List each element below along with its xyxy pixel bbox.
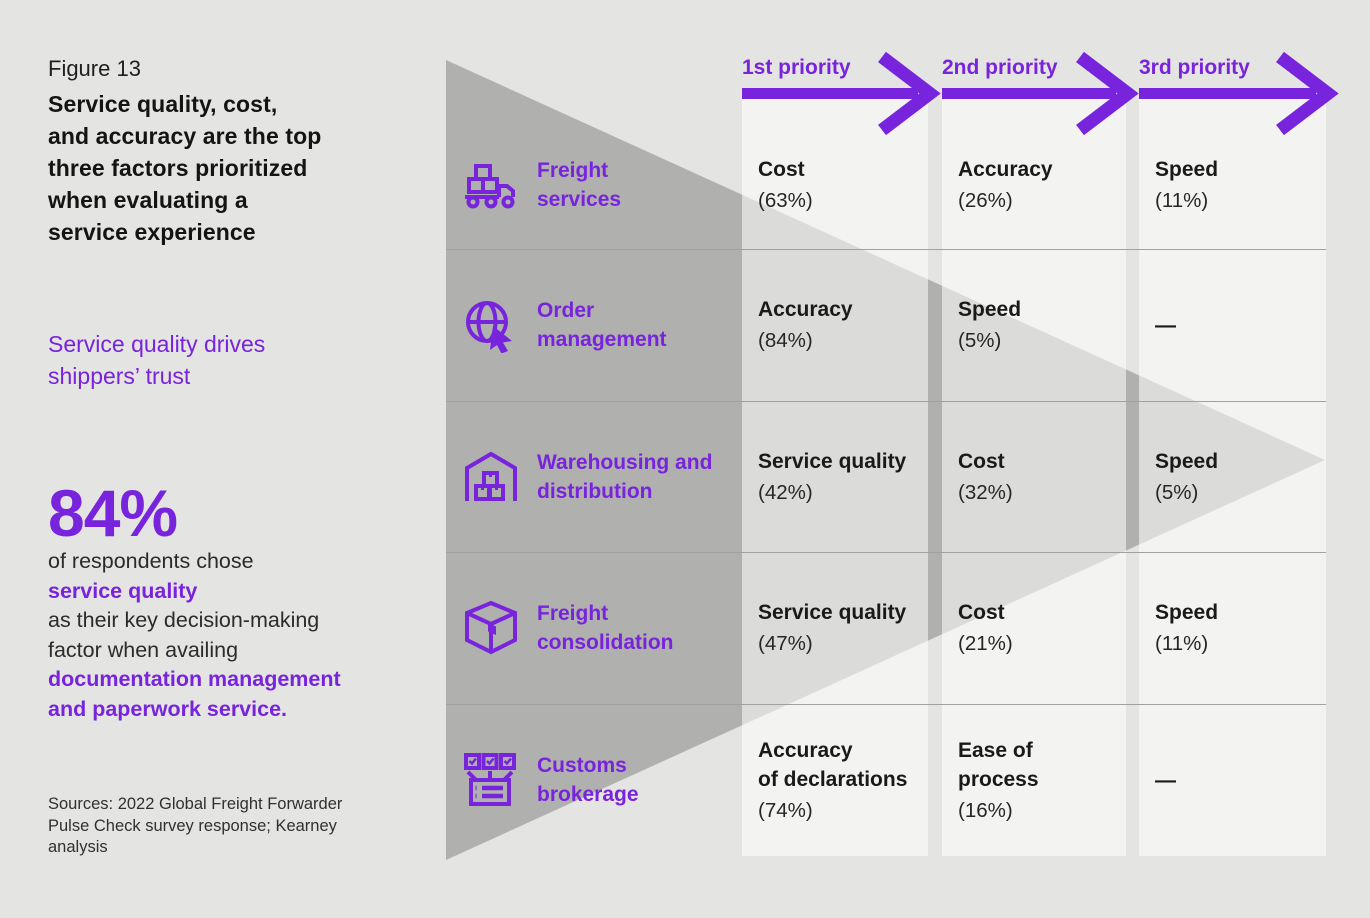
cell-percent: (26%) — [958, 189, 1013, 212]
cell-freight-services-priority-2: Accuracy (26%) — [958, 120, 1116, 250]
priority-header-2: 2nd priority — [942, 52, 1142, 156]
cell-warehousing-priority-1: Service quality (42%) — [758, 401, 918, 552]
warehouse-icon — [465, 451, 517, 501]
cell-percent: (74%) — [758, 798, 813, 822]
stat-text-emphasis: service quality — [48, 578, 198, 603]
cell-factor: Speed — [1155, 158, 1219, 181]
cell-factor: Speed — [1155, 601, 1219, 624]
cell-percent: (11%) — [1155, 632, 1209, 655]
row-label-freight-services: Freight services — [446, 120, 738, 250]
highlight-stat-value: 84% — [48, 476, 178, 550]
row-label-freight-consolidation: Freight consolidation — [446, 552, 738, 704]
cell-warehousing-priority-2: Cost (32%) — [958, 401, 1116, 552]
row-label-text: Warehousing and distribution — [537, 450, 713, 503]
stat-text-emphasis: documentation management and paperwork s… — [48, 667, 341, 721]
cell-percent: (5%) — [1155, 480, 1199, 504]
cell-freight-services-priority-3: Speed (11%) — [1155, 120, 1316, 250]
cell-percent: (47%) — [758, 632, 813, 655]
customs-checklist-icon — [464, 753, 516, 806]
cell-customs-brokerage-priority-1: Accuracy of declarations (74%) — [758, 704, 918, 856]
row-divider — [446, 552, 1326, 553]
row-label-text: Order management — [537, 299, 667, 351]
cell-factor: Cost — [758, 158, 805, 181]
cell-factor: Accuracy of declarations — [758, 738, 908, 791]
priority-header-label: 3rd priority — [1139, 56, 1250, 79]
row-divider — [446, 249, 1326, 250]
cell-percent: (32%) — [958, 480, 1013, 504]
cell-percent: (84%) — [758, 329, 813, 352]
cell-factor: Speed — [958, 298, 1022, 321]
cell-percent: (11%) — [1155, 189, 1209, 212]
row-label-text: Customs brokerage — [537, 754, 639, 806]
cell-freight-consolidation-priority-3: Speed (11%) — [1155, 552, 1316, 704]
cell-freight-consolidation-priority-2: Cost (21%) — [958, 552, 1116, 704]
column-background-3 — [1139, 97, 1326, 856]
column-background-2 — [942, 97, 1126, 856]
row-divider — [446, 401, 1326, 402]
package-box-icon — [465, 600, 517, 655]
globe-cursor-icon — [466, 301, 512, 353]
row-label-text: Freight consolidation — [537, 602, 674, 654]
arrow-right-icon — [1139, 52, 1339, 136]
cell-percent: (63%) — [758, 189, 813, 212]
priority-header-label: 2nd priority — [942, 56, 1058, 79]
stat-text-segment: of respondents chose — [48, 549, 254, 573]
row-divider — [446, 704, 1326, 705]
priority-header-3: 3rd priority — [1139, 52, 1339, 156]
cell-factor: Cost — [958, 449, 1005, 473]
cell-order-management-priority-2: Speed (5%) — [958, 249, 1116, 401]
sources-note: Sources: 2022 Global Freight Forwarder P… — [48, 795, 343, 856]
cell-factor: Service quality — [758, 449, 907, 473]
cell-factor: — — [1155, 768, 1176, 792]
column-background-1 — [742, 97, 928, 856]
row-label-text: Freight services — [537, 159, 622, 211]
row-label-customs-brokerage: Customs brokerage — [446, 704, 738, 856]
cell-factor: Ease of process — [958, 738, 1039, 791]
arrow-right-icon — [742, 52, 941, 136]
cell-percent: (16%) — [958, 798, 1013, 822]
stat-text-segment: as their key decision-making factor when… — [48, 608, 320, 662]
priority-header-label: 1st priority — [742, 56, 851, 79]
cell-warehousing-priority-3: Speed (5%) — [1155, 401, 1316, 552]
cell-factor: Cost — [958, 601, 1005, 624]
priority-header-1: 1st priority — [742, 52, 942, 156]
highlight-stat-description: of respondents chose service quality as … — [48, 547, 378, 724]
figure-title: Service quality, cost, and accuracy are … — [48, 91, 322, 245]
cell-factor: Accuracy — [958, 158, 1053, 181]
figure-subtitle: Service quality drives shippers’ trust — [48, 331, 266, 389]
row-label-warehousing-distribution: Warehousing and distribution — [446, 401, 738, 552]
cell-percent: (42%) — [758, 480, 813, 504]
figure-label: Figure 13 — [48, 56, 141, 81]
cell-customs-brokerage-priority-3: — — [1155, 704, 1316, 856]
cell-factor: — — [1155, 313, 1176, 337]
cell-freight-consolidation-priority-1: Service quality (47%) — [758, 552, 918, 704]
cell-factor: Speed — [1155, 449, 1219, 473]
cell-percent: (5%) — [958, 329, 1002, 352]
cell-order-management-priority-1: Accuracy (84%) — [758, 249, 918, 401]
cell-order-management-priority-3: — — [1155, 249, 1316, 401]
cell-factor: Service quality — [758, 601, 907, 624]
cell-freight-services-priority-1: Cost (63%) — [758, 120, 918, 250]
row-label-order-management: Order management — [446, 249, 738, 401]
priority-table: 1st priority 2nd priority 3rd priority F… — [446, 52, 1339, 860]
cell-factor: Accuracy — [758, 298, 853, 321]
arrow-right-icon — [942, 52, 1139, 136]
left-text-panel: Figure 13 Service quality, cost, and acc… — [48, 0, 418, 918]
truck-with-boxes-icon — [465, 164, 515, 209]
cell-customs-brokerage-priority-2: Ease of process (16%) — [958, 704, 1116, 856]
cell-percent: (21%) — [958, 632, 1013, 655]
